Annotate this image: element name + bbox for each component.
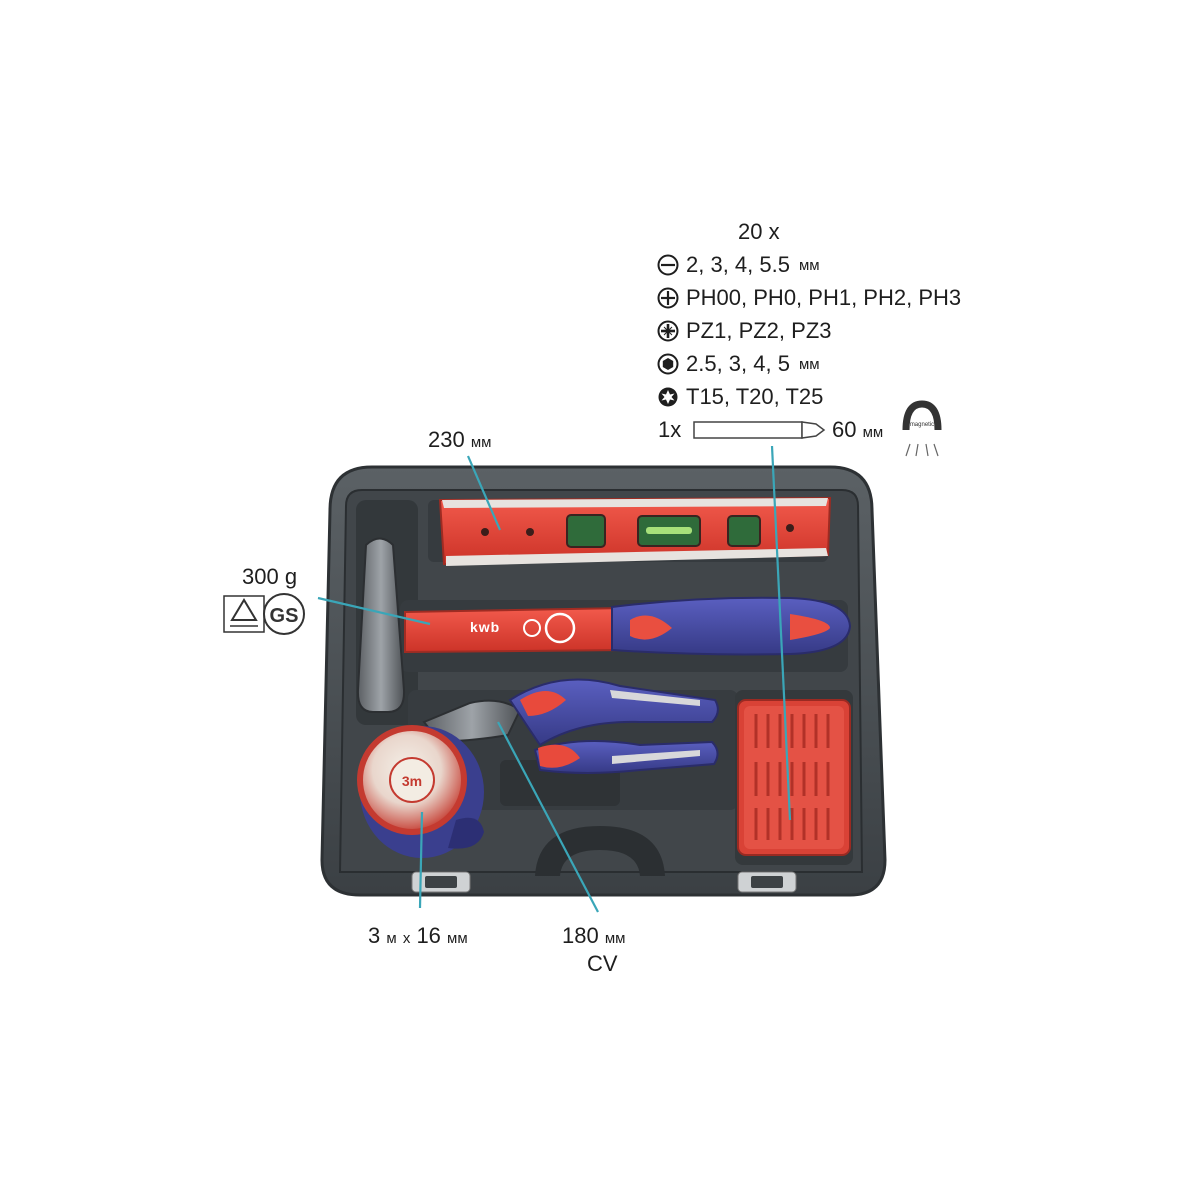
pozidriv-icon [657,320,679,342]
phillips-icon [657,287,679,309]
pliers-leader [497,721,599,913]
tape-face-text: 3m [402,773,422,789]
bits-header: 20 x [738,219,780,244]
tape-width-unit: мм [447,930,468,947]
tape-length: 3 [368,923,381,948]
hammer-weight-label: 300 g [242,564,298,589]
magnet-icon: magnetic [902,400,942,457]
pliers-length: 180 [562,923,599,948]
level-label: 230 мм [428,429,491,451]
tape-measure: 3m [357,725,484,858]
hex-icon [657,353,679,375]
cert-marks: GS [223,593,305,635]
bit-row-pozidriv-text: PZ1, PZ2, PZ3 [686,318,832,343]
bit-row-hex: 2.5, 3, 4, 5 мм [657,349,820,379]
bit-row-torx: T15, T20, T25 [657,382,823,412]
bit-holder-unit: мм [862,424,884,441]
tape-leader [418,811,424,909]
bit-box [737,699,851,856]
tape-length-unit: м [386,930,397,947]
tape-width: 16 [416,923,441,948]
bit-holder-qty: 1x [658,417,682,442]
bit-row-torx-text: T15, T20, T25 [686,384,824,409]
bit-holder-length-label: 60 мм [832,419,883,441]
pliers-label: 180 мм [562,925,625,947]
spirit-level [438,496,832,566]
tape-label: 3 м x 16 мм [368,925,468,947]
hammer [356,537,852,713]
leader-lines [317,445,792,913]
bit-row-hex-text: 2.5, 3, 4, 5 [686,351,790,376]
bit-row-pozidriv: PZ1, PZ2, PZ3 [657,316,832,346]
pliers [422,678,719,774]
gs-mark-text: GS [270,605,299,627]
hammer-leader [317,596,431,626]
pliers-material: CV [587,951,618,976]
tape-sep: x [402,930,411,947]
pliers-unit: мм [604,930,626,947]
bit-row-phillips: PH00, PH0, PH1, PH2, PH3 [657,283,961,313]
bit-holder-length: 60 [832,417,857,442]
bit-row-phillips-text: PH00, PH0, PH1, PH2, PH3 [686,285,962,310]
bit-row-slotted: 2, 3, 4, 5.5 мм [657,250,820,280]
torx-icon [658,387,678,407]
level-length: 230 [428,427,465,452]
slotted-icon [657,254,679,276]
brand-mark: kwb [470,619,501,635]
level-leader [466,455,502,531]
bit-row-slotted-unit: мм [798,256,820,274]
bit-row-hex-unit: мм [798,355,820,373]
bits-leader [770,445,792,821]
bit-row-slotted-text: 2, 3, 4, 5.5 [686,252,790,277]
level-unit: мм [470,434,492,451]
magnet-label: magnetic [910,422,934,428]
bit-holder-icon [693,421,826,439]
